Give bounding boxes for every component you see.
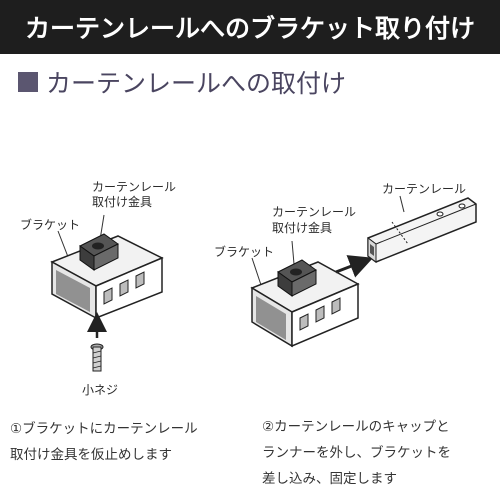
right-rail-label: カーテンレール bbox=[382, 182, 466, 196]
step1-line2: 取付け金具を仮止めします bbox=[10, 447, 172, 463]
curtain-rail-icon bbox=[367, 197, 477, 263]
step1-line1: ①ブラケットにカーテンレール bbox=[10, 421, 198, 437]
step2-line1: ②カーテンレールのキャップと bbox=[262, 419, 450, 435]
left-screw-label: 小ネジ bbox=[82, 383, 118, 397]
right-fitting-label-2: 取付け金具 bbox=[272, 220, 332, 235]
section-heading: カーテンレールへの取付け bbox=[18, 64, 346, 100]
left-bracket-label: ブラケット bbox=[20, 217, 80, 232]
left-fitting-label-1: カーテンレール bbox=[92, 180, 176, 194]
right-bracket-label: ブラケット bbox=[214, 244, 274, 259]
step2-line3: 差し込み、固定します bbox=[262, 471, 397, 487]
right-fitting-label-1: カーテンレール bbox=[272, 205, 356, 219]
screw-icon bbox=[90, 343, 104, 372]
section-heading-text: カーテンレールへの取付け bbox=[46, 69, 347, 98]
step1-caption: ①ブラケットにカーテンレール 取付け金具を仮止めします bbox=[10, 416, 198, 468]
heading-square-icon bbox=[18, 72, 38, 92]
step2-line2: ランナーを外し、ブラケットを bbox=[262, 445, 451, 461]
left-bracket-figure: ブラケット カーテンレール 取付け金具 小ネジ bbox=[20, 180, 176, 397]
right-bracket-figure: ブラケット カーテンレール 取付け金具 カーテンレール bbox=[214, 182, 477, 348]
page-title: カーテンレールへのブラケット取り付け bbox=[0, 0, 500, 54]
step2-caption: ②カーテンレールのキャップと ランナーを外し、ブラケットを 差し込み、固定します bbox=[262, 414, 451, 492]
left-fitting-label-2: 取付け金具 bbox=[92, 194, 152, 209]
